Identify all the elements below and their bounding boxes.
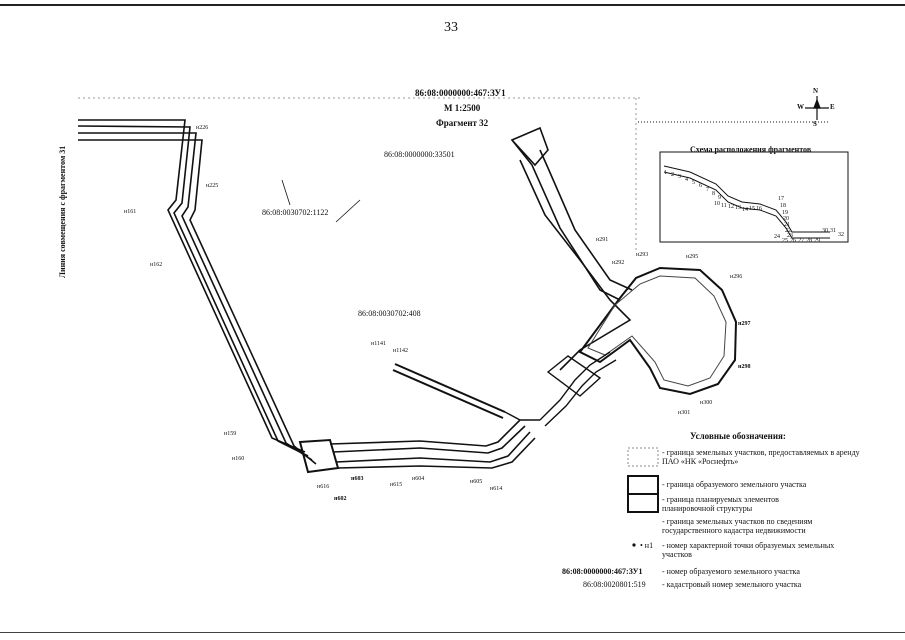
inset-number: 8 [712,191,715,197]
cluster-lines [504,351,617,427]
inset-number: 19 [782,210,788,216]
inset-number: 6 [699,183,702,189]
inset-number: 28 [806,238,812,244]
inset-number: 10 [714,201,720,207]
point-label: н159 [224,431,237,437]
inset-number: 23 [787,233,793,239]
parcel-number-header: 86:08:0000000:467:ЗУ1 [415,88,506,98]
legend-title: Условные обозначения: [690,431,786,441]
compass-n: N [813,87,819,95]
inset-number: 1 [664,170,667,176]
inset-number: 3 [678,174,681,180]
inset-number: 27 [798,238,804,244]
fragment-header: Фрагмент 32 [436,118,489,128]
point-label: н297 [738,321,751,327]
point-label: н295 [686,254,699,260]
inset-number: 4 [685,177,688,183]
cadastral-label: 86:08:0030702:408 [358,309,421,318]
top-rule [0,4,905,6]
point-label: н226 [196,125,209,131]
inset-number: 18 [780,203,786,209]
inset-frame [659,151,849,243]
inset-number: 32 [838,232,844,238]
legend-item: - кадастровый номер земельного участка [662,580,802,589]
inset-number: 25 [782,238,788,244]
bottom-rule [0,632,905,633]
inset-number: 7 [706,187,709,193]
point-label: н602 [334,496,347,502]
inset-number: 29 [814,238,820,244]
pad-polygon [578,266,738,396]
point-label: н615 [390,482,403,488]
inset-number: 16 [756,206,762,212]
point-label: н296 [730,274,743,280]
legend-item: - граница земельных участков по сведения… [662,517,813,535]
inset-number: 11 [721,203,727,209]
point-label: н291 [596,237,609,243]
inset-number: 26 [790,238,796,244]
legend-symbol: 86:08:0020801:519 [583,580,646,589]
cadastral-label: 86:08:0000000:33501 [384,150,455,159]
point-label: н605 [470,479,483,485]
compass-w: W [797,103,804,111]
point-label: н293 [636,252,649,258]
point-label: н160 [232,456,245,462]
point-label: н162 [150,262,163,268]
compass-rose [805,96,829,120]
point-label: н603 [351,476,364,482]
point-label: н298 [738,364,751,370]
inset-number: 14 [742,207,748,213]
junction-left [298,438,340,474]
point-label: н1141 [371,341,386,347]
page-number: 33 [444,20,458,35]
point-label: н292 [612,260,625,266]
point-label: н614 [490,486,503,492]
inset-number: 20 [783,216,789,222]
point-label: н225 [206,183,219,189]
point-label: н604 [412,476,425,482]
inset-number: 13 [735,205,741,211]
scale-header: М 1:2500 [444,103,481,113]
inset-route [663,165,830,239]
legend-item: - граница планируемых элементов планиров… [662,495,779,513]
legend-item: - граница образуемого земельного участка [662,480,807,489]
cadastral-label: 86:08:0030702:1122 [262,208,329,217]
legend-item: - номер образуемого земельного участка [662,567,800,576]
inset-number: 24 [774,234,780,240]
legend-symbol: • н1 [640,541,654,550]
inset-number: 30 [822,228,828,234]
left-corridor [77,119,317,465]
diagonal-corridor [392,363,506,419]
point-label: н1142 [393,348,408,354]
inset-title: Схема расположения фрагментов [690,145,812,154]
upper-corridor [510,126,633,371]
inset-number: 2 [671,172,674,178]
point-label: н300 [700,400,713,406]
compass-s: S [813,120,817,128]
bottom-corridor [329,419,536,469]
inset-number: 22 [785,228,791,234]
point-label: н161 [124,209,137,215]
inset-number: 31 [830,228,836,234]
legend-item: - номер характерной точки образуемых зем… [662,541,835,559]
inset-number: 21 [784,222,790,228]
legend-symbol: 86:08:0000000:467:ЗУ1 [562,567,643,576]
compass-e: E [830,103,835,111]
inset-number: 17 [778,196,784,202]
inset-number: 12 [728,204,734,210]
point-label: н301 [678,410,691,416]
inset-number: 5 [692,180,695,186]
inset-number: 15 [749,206,755,212]
inset-number: 9 [718,195,721,201]
legend-item: - граница земельных участков, предоставл… [662,448,860,466]
point-label: н616 [317,484,330,490]
